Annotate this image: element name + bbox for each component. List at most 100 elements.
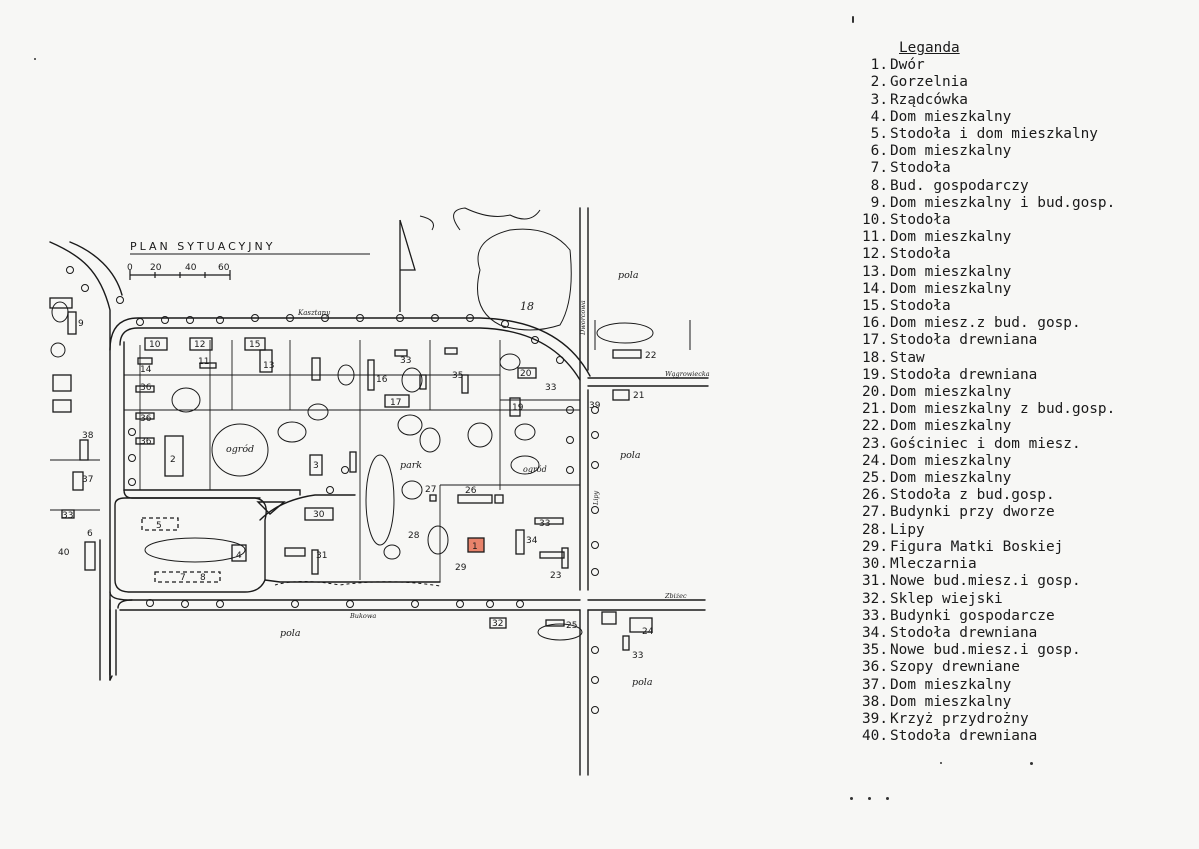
legend-item-text: Stodoła i dom mieszkalny — [890, 126, 1098, 143]
legend-item-text: Stodoła — [890, 160, 951, 177]
vegetation — [50, 207, 691, 641]
bnum-37: 37 — [82, 475, 93, 485]
pond-18 — [477, 228, 572, 331]
legend-item-number: 40. — [862, 728, 888, 745]
legend-item-number: 18. — [862, 349, 888, 366]
bnum-21: 21 — [633, 391, 644, 401]
dust-speck — [868, 797, 871, 800]
legend-item: 15.Stodoła — [852, 298, 1192, 315]
bnum-26: 26 — [465, 486, 477, 496]
road-label-zbizec: Zbiżec — [664, 592, 687, 600]
legend-item-number: 4. — [870, 108, 888, 125]
area-label-garden-1: ogród — [226, 444, 254, 455]
legend-item-text: Dom mieszkalny — [890, 452, 1012, 469]
legend-item-number: 22. — [862, 418, 888, 435]
legend-item-text: Stodoła drewniana — [890, 366, 1038, 383]
bnum-27: 27 — [425, 485, 436, 495]
legend-item: 28.Lipy — [852, 522, 1192, 539]
bnum-30: 30 — [313, 510, 325, 520]
legend-item-number: 29. — [862, 538, 888, 555]
legend-item-number: 16. — [862, 315, 888, 332]
dust-speck — [34, 58, 36, 60]
legend-item-number: 30. — [862, 556, 888, 573]
legend-item: 24.Dom mieszkalny — [852, 453, 1192, 470]
bnum-5: 5 — [156, 521, 162, 531]
legend-title: Leganda — [899, 40, 960, 56]
legend-item-number: 31. — [862, 573, 888, 590]
bnum-32: 32 — [492, 619, 503, 629]
legend-item: 2.Gorzelnia — [852, 74, 1192, 91]
buildings — [49, 297, 653, 651]
bnum-36b: 36 — [140, 414, 152, 424]
bnum-7: 7 — [180, 573, 186, 583]
legend-item-text: Stodoła — [890, 212, 951, 229]
bnum-9: 9 — [78, 319, 84, 329]
legend-item: 37.Dom mieszkalny — [852, 677, 1192, 694]
legend-item-number: 7. — [870, 160, 888, 177]
legend-item: 31.Nowe bud.miesz.i gosp. — [852, 573, 1192, 590]
bnum-19: 19 — [512, 403, 524, 413]
legend-item: 22.Dom mieszkalny — [852, 418, 1192, 435]
bnum-40: 40 — [58, 548, 70, 558]
legend-item-number: 14. — [862, 280, 888, 297]
legend-item: 36.Szopy drewniane — [852, 659, 1192, 676]
dust-speck — [940, 762, 942, 764]
legend-item: 40.Stodoła drewniana — [852, 728, 1192, 745]
legend-item: 32.Sklep wiejski — [852, 591, 1192, 608]
legend-item-number: 13. — [862, 263, 888, 280]
bnum-33b: 33 — [545, 383, 556, 393]
legend-item-number: 5. — [870, 126, 888, 143]
legend-item-text: Nowe bud.miesz.i gosp. — [890, 573, 1081, 590]
bnum-38: 38 — [82, 431, 94, 441]
legend-item: 19.Stodoła drewniana — [852, 367, 1192, 384]
bnum-13: 13 — [263, 361, 274, 371]
legend-item-text: Dom mieszkalny — [890, 693, 1012, 710]
site-plan-map: PLAN SYTUACYJNY 0 20 40 60 pola pola pol… — [40, 200, 740, 780]
legend-item-text: Mleczarnia — [890, 556, 977, 573]
legend-item-number: 17. — [862, 332, 888, 349]
legend-item: 38.Dom mieszkalny — [852, 694, 1192, 711]
legend-item-number: 10. — [862, 212, 888, 229]
bnum-28: 28 — [408, 531, 420, 541]
legend-item-text: Dom mieszkalny — [890, 143, 1012, 160]
site-plan-drawing: PLAN SYTUACYJNY 0 20 40 60 pola pola pol… — [49, 207, 710, 776]
scale-label-60: 60 — [218, 263, 230, 273]
legend-item: 14.Dom mieszkalny — [852, 281, 1192, 298]
road-label-wagrowiecka: Wągrowiecka — [665, 370, 710, 378]
legend-item-text: Nowe bud.miesz.i gosp. — [890, 642, 1081, 659]
road-lines — [49, 207, 709, 776]
legend-item-text: Stodoła drewniana — [890, 728, 1038, 745]
legend-item-number: 21. — [862, 401, 888, 418]
area-label-garden-2: ogród — [523, 465, 547, 474]
legend-item: 29.Figura Matki Boskiej — [852, 539, 1192, 556]
bnum-4: 4 — [236, 551, 242, 561]
legend-item-text: Dom mieszkalny — [890, 470, 1012, 487]
bnum-33a: 33 — [400, 356, 411, 366]
bnum-33e: 33 — [62, 511, 73, 521]
legend-item: 17.Stodoła drewniana — [852, 332, 1192, 349]
legend-item-number: 6. — [870, 143, 888, 160]
area-label-park: park — [400, 460, 422, 471]
bnum-20: 20 — [520, 369, 532, 379]
legend-item-number: 34. — [862, 624, 888, 641]
bnum-8: 8 — [200, 573, 206, 583]
legend-item-text: Bud. gospodarczy — [890, 177, 1029, 194]
road-label-dworcowa: Dworcowa — [579, 300, 587, 336]
legend-item-number: 11. — [862, 229, 888, 246]
legend-item: 21.Dom mieszkalny z bud.gosp. — [852, 401, 1192, 418]
legend-item: 23.Gościniec i dom miesz. — [852, 436, 1192, 453]
scale-label-20: 20 — [150, 263, 162, 273]
legend-item-number: 9. — [870, 194, 888, 211]
bnum-22: 22 — [645, 351, 656, 361]
legend-item-text: Sklep wiejski — [890, 590, 1003, 607]
legend-item-text: Budynki gospodarcze — [890, 607, 1055, 624]
legend-item: 3.Rządcówka — [852, 92, 1192, 109]
dust-speck — [850, 797, 853, 800]
bnum-16: 16 — [376, 375, 388, 385]
legend-item-text: Rządcówka — [890, 91, 968, 108]
legend-item: 34.Stodoła drewniana — [852, 625, 1192, 642]
legend-item-text: Stodoła drewniana — [890, 624, 1038, 641]
legend-item-text: Lipy — [890, 521, 925, 538]
